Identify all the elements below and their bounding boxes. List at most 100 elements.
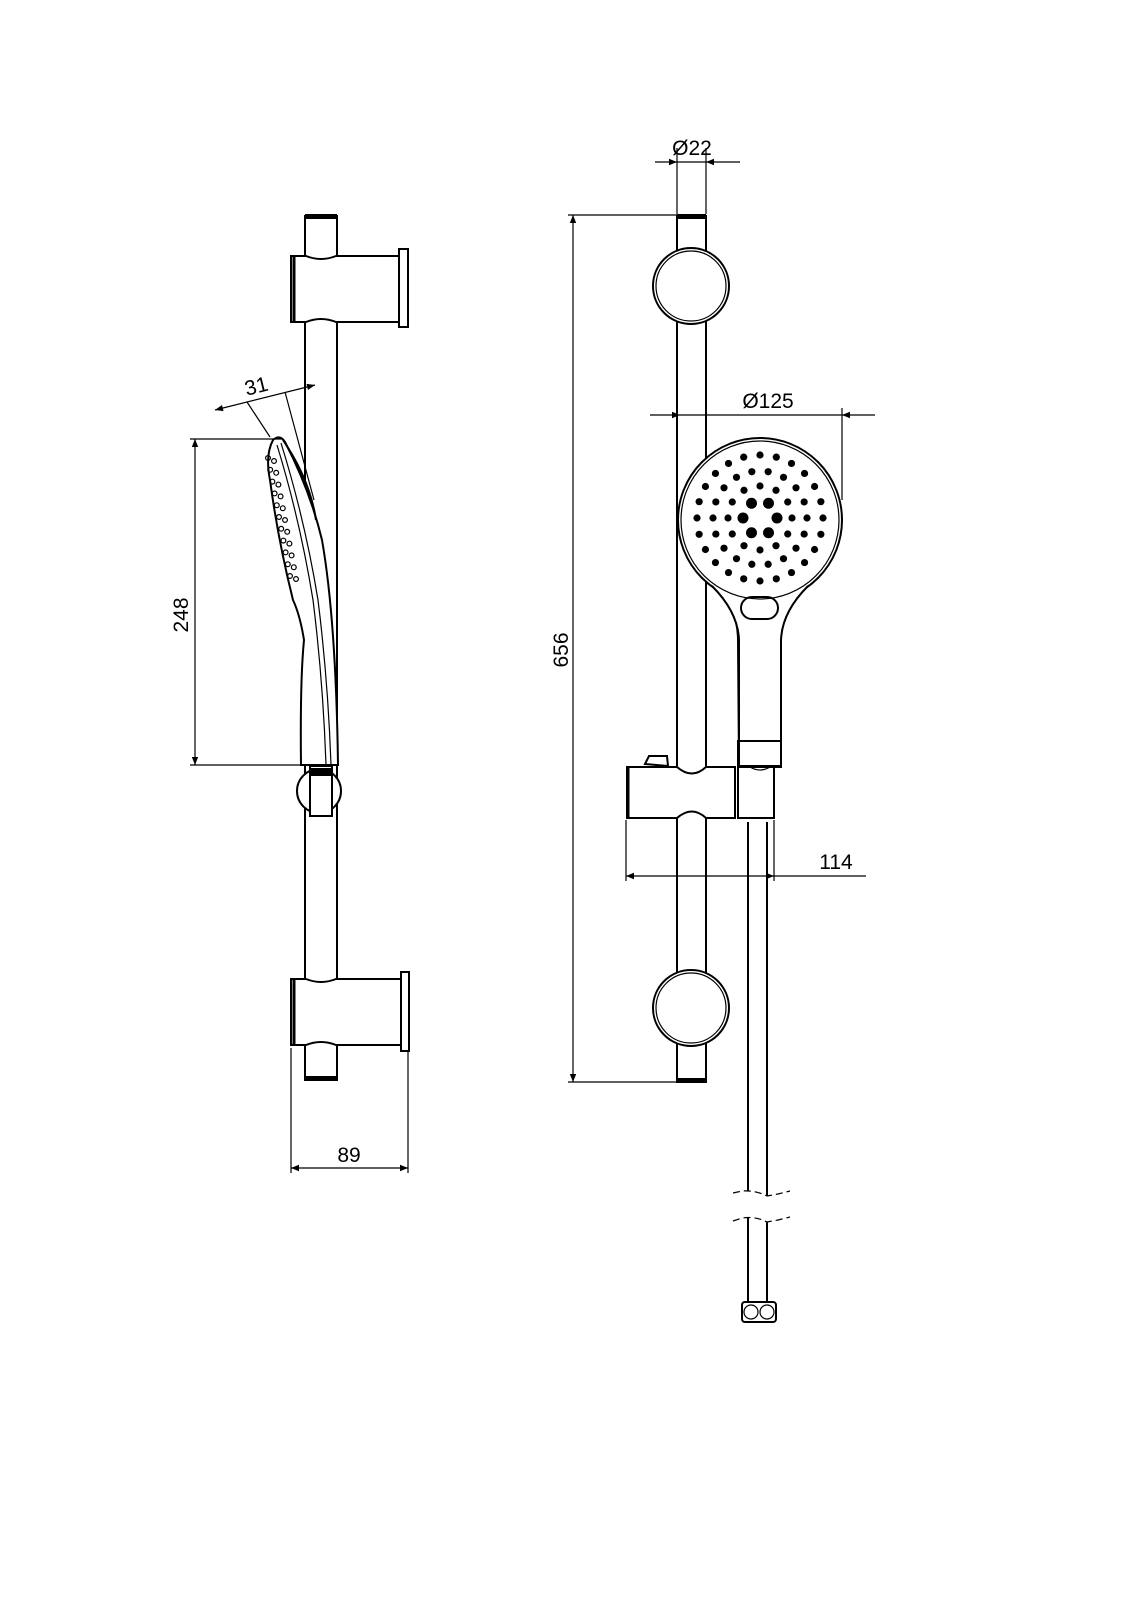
front-view: Ø22 656 Ø125 114 — [550, 137, 875, 1323]
dimension-31: 31 — [214, 373, 316, 501]
dim-label-248: 248 — [170, 597, 193, 632]
nozzle — [728, 498, 736, 506]
nozzle — [728, 530, 736, 538]
nozzle — [803, 514, 811, 522]
nozzle — [819, 514, 827, 522]
side-nozzle — [290, 564, 297, 571]
nozzle — [711, 469, 720, 478]
side-nozzle — [275, 481, 282, 488]
front-top-bracket — [652, 247, 730, 325]
side-nozzle — [288, 552, 295, 559]
nozzle — [810, 545, 819, 554]
nozzle — [724, 568, 733, 577]
side-view: 31 248 89 — [170, 214, 410, 1173]
nozzle — [737, 512, 749, 524]
dim-label-114: 114 — [819, 851, 853, 874]
nozzle — [712, 498, 720, 506]
side-nozzle — [282, 549, 289, 556]
nozzle — [756, 546, 764, 554]
nozzle — [711, 558, 720, 567]
side-nozzle — [273, 469, 280, 476]
hose — [732, 822, 791, 1323]
nozzle — [764, 560, 772, 568]
side-nozzle — [286, 540, 293, 547]
nozzle — [695, 530, 703, 538]
nozzle — [810, 482, 819, 491]
nozzle — [763, 527, 774, 539]
side-bottom-bracket — [290, 971, 410, 1052]
nozzle — [800, 530, 808, 538]
side-nozzle — [287, 572, 294, 579]
dimension-diameter-125: Ø125 — [650, 390, 875, 500]
nozzle — [800, 469, 809, 478]
side-nozzle — [267, 466, 274, 473]
side-nozzle — [277, 493, 284, 500]
nozzle — [772, 486, 780, 494]
front-bottom-bracket — [652, 969, 730, 1047]
nozzle — [724, 459, 733, 468]
nozzle — [740, 453, 748, 461]
nozzle — [788, 514, 796, 522]
dimension-diameter-22: Ø22 — [655, 137, 740, 214]
nozzle — [772, 575, 780, 583]
side-nozzle — [279, 505, 286, 512]
side-nozzle — [280, 537, 287, 544]
nozzle — [772, 453, 780, 461]
dimension-89: 89 — [290, 1048, 409, 1173]
nozzle — [746, 527, 757, 539]
nozzle — [701, 545, 710, 554]
nozzle — [756, 451, 764, 459]
dim-label-89: 89 — [337, 1144, 360, 1167]
mode-button — [740, 596, 779, 620]
nozzle — [746, 497, 757, 509]
nozzle — [732, 473, 741, 481]
nozzle — [756, 577, 764, 585]
hose-nut — [741, 1301, 777, 1323]
nozzle — [817, 498, 825, 506]
nozzle — [748, 468, 756, 476]
nozzle — [764, 468, 772, 476]
nozzle — [792, 544, 800, 552]
slider — [626, 740, 782, 819]
side-nozzle — [293, 575, 300, 582]
nozzle — [701, 482, 710, 491]
dim-label-diameter-22: Ø22 — [672, 137, 712, 160]
nozzle — [695, 498, 703, 506]
side-nozzle — [271, 490, 278, 497]
side-nozzle — [282, 516, 289, 523]
nozzle — [756, 482, 764, 490]
side-nozzle — [284, 528, 291, 535]
side-nozzle — [265, 455, 272, 462]
nozzle — [817, 530, 825, 538]
nozzle — [693, 514, 701, 522]
nozzle — [772, 542, 780, 550]
dimension-114: 114 — [625, 820, 866, 881]
nozzle — [792, 484, 800, 492]
front-nozzles — [693, 451, 827, 585]
nozzle — [720, 544, 728, 552]
side-nozzle — [269, 478, 276, 485]
nozzle — [784, 530, 792, 538]
front-rail — [676, 214, 707, 1083]
nozzle — [779, 473, 788, 481]
side-nozzles — [265, 455, 300, 582]
nozzle — [732, 555, 741, 563]
nozzle — [724, 514, 732, 522]
nozzle — [763, 497, 774, 509]
nozzle — [800, 558, 809, 567]
side-top-bracket — [290, 248, 409, 328]
side-nozzle — [278, 525, 285, 532]
side-nozzle — [284, 561, 291, 568]
nozzle — [787, 459, 796, 468]
dimension-656: 656 — [550, 214, 680, 1083]
nozzle — [712, 530, 720, 538]
nozzle — [787, 568, 796, 577]
dim-label-diameter-125: Ø125 — [742, 390, 793, 413]
nozzle — [740, 542, 748, 550]
nozzle — [748, 560, 756, 568]
nozzle — [740, 575, 748, 583]
side-nozzle — [276, 513, 283, 520]
side-nozzle — [271, 458, 278, 465]
dimension-248: 248 — [170, 438, 300, 766]
